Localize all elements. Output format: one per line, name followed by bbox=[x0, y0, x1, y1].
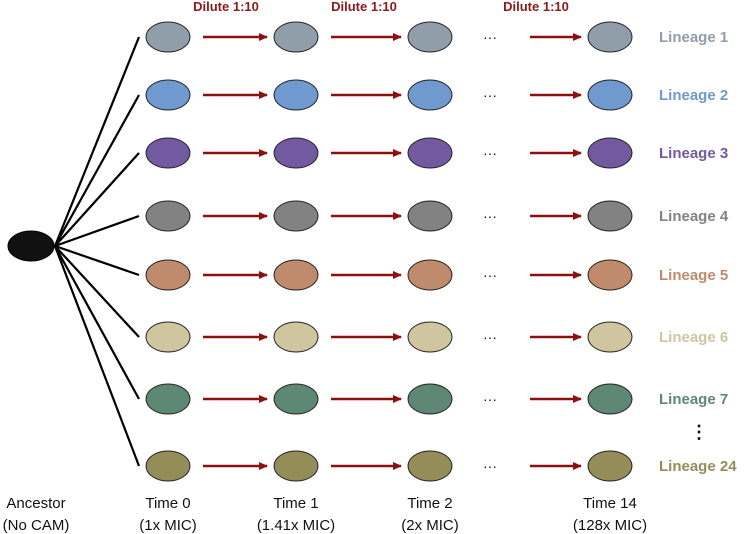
lineage-row: ··· Lineage 4 bbox=[145, 200, 729, 232]
timepoint-gap-dots: ··· bbox=[483, 145, 497, 161]
culture-node bbox=[587, 450, 633, 482]
culture-node bbox=[273, 137, 319, 169]
culture-node bbox=[407, 79, 453, 111]
lineage-row: ··· Lineage 7 bbox=[145, 383, 728, 415]
lineage-row: ··· Lineage 1 bbox=[145, 21, 728, 53]
time-14-label: Time 14 bbox=[583, 495, 637, 512]
ancestor-node bbox=[7, 230, 55, 262]
culture-node bbox=[407, 450, 453, 482]
culture-node bbox=[273, 259, 319, 291]
culture-node bbox=[273, 200, 319, 232]
culture-node bbox=[587, 259, 633, 291]
culture-node bbox=[273, 383, 319, 415]
culture-node bbox=[145, 450, 191, 482]
lineage-row: ··· Lineage 24 bbox=[145, 450, 737, 482]
ancestor-branch-line bbox=[53, 36, 141, 247]
timepoint-gap-dots: ··· bbox=[483, 329, 497, 345]
timepoint-gap-dots: ··· bbox=[483, 208, 497, 224]
lineage-row: ··· Lineage 2 bbox=[145, 79, 728, 111]
dilute-label-1: Dilute 1:10 bbox=[193, 0, 259, 14]
vertical-ellipsis: ⋮ bbox=[690, 422, 708, 442]
lineage-label: Lineage 7 bbox=[659, 391, 728, 408]
lineage-label: Lineage 4 bbox=[659, 208, 729, 225]
lineage-label: Lineage 6 bbox=[659, 329, 728, 346]
ancestor-label: Ancestor bbox=[6, 495, 65, 512]
dilute-label-2: Dilute 1:10 bbox=[331, 0, 397, 14]
culture-node bbox=[273, 21, 319, 53]
culture-node bbox=[587, 137, 633, 169]
time-0-mic: (1x MIC) bbox=[139, 517, 197, 534]
time-0-label: Time 0 bbox=[145, 495, 190, 512]
culture-node bbox=[145, 200, 191, 232]
ancestor-sublabel: (No CAM) bbox=[3, 517, 70, 534]
timepoint-gap-dots: ··· bbox=[483, 267, 497, 283]
timepoint-gap-dots: ··· bbox=[483, 29, 497, 45]
ancestor-branch-line bbox=[54, 245, 140, 400]
lineage-row: ··· Lineage 6 bbox=[145, 321, 728, 353]
timepoint-gap-dots: ··· bbox=[483, 391, 497, 407]
culture-node bbox=[587, 79, 633, 111]
culture-node bbox=[145, 137, 191, 169]
time-1-label: Time 1 bbox=[273, 495, 318, 512]
ancestor-branch-line bbox=[54, 214, 140, 248]
culture-node bbox=[145, 21, 191, 53]
lineage-label: Lineage 24 bbox=[659, 458, 737, 475]
time-1-mic: (1.41x MIC) bbox=[257, 517, 335, 534]
culture-node bbox=[273, 321, 319, 353]
lineage-row: ··· Lineage 5 bbox=[145, 259, 728, 291]
ancestor-branch-line bbox=[54, 152, 140, 247]
lineage-label: Lineage 2 bbox=[659, 87, 728, 104]
ancestor-branch-lines bbox=[53, 36, 141, 467]
ancestor-branch-line bbox=[54, 94, 140, 247]
culture-node bbox=[407, 137, 453, 169]
time-2-label: Time 2 bbox=[407, 495, 452, 512]
lineage-rows: ··· Lineage 1 ··· Lineage 2 ··· Lineage 3 ··· L… bbox=[145, 21, 737, 482]
culture-node bbox=[407, 321, 453, 353]
lineage-label: Lineage 3 bbox=[659, 145, 728, 162]
culture-node bbox=[587, 383, 633, 415]
ancestor-branch-line bbox=[54, 244, 140, 277]
culture-node bbox=[145, 383, 191, 415]
culture-node bbox=[407, 383, 453, 415]
lineage-label: Lineage 1 bbox=[659, 29, 728, 46]
culture-node bbox=[145, 259, 191, 291]
timepoint-gap-dots: ··· bbox=[483, 87, 497, 103]
culture-node bbox=[587, 21, 633, 53]
time-2-mic: (2x MIC) bbox=[401, 517, 459, 534]
time-14-mic: (128x MIC) bbox=[573, 517, 647, 534]
culture-node bbox=[145, 79, 191, 111]
culture-node bbox=[587, 200, 633, 232]
lineage-label: Lineage 5 bbox=[659, 267, 728, 284]
ancestor-branch-line bbox=[54, 245, 140, 338]
culture-node bbox=[145, 321, 191, 353]
culture-node bbox=[407, 21, 453, 53]
timepoint-gap-dots: ··· bbox=[483, 458, 497, 474]
culture-node bbox=[273, 79, 319, 111]
ancestor-branch-line bbox=[53, 245, 141, 467]
lineage-row: ··· Lineage 3 bbox=[145, 137, 728, 169]
culture-node bbox=[587, 321, 633, 353]
culture-node bbox=[407, 200, 453, 232]
culture-node bbox=[273, 450, 319, 482]
culture-node bbox=[407, 259, 453, 291]
dilute-label-3: Dilute 1:10 bbox=[503, 0, 569, 14]
